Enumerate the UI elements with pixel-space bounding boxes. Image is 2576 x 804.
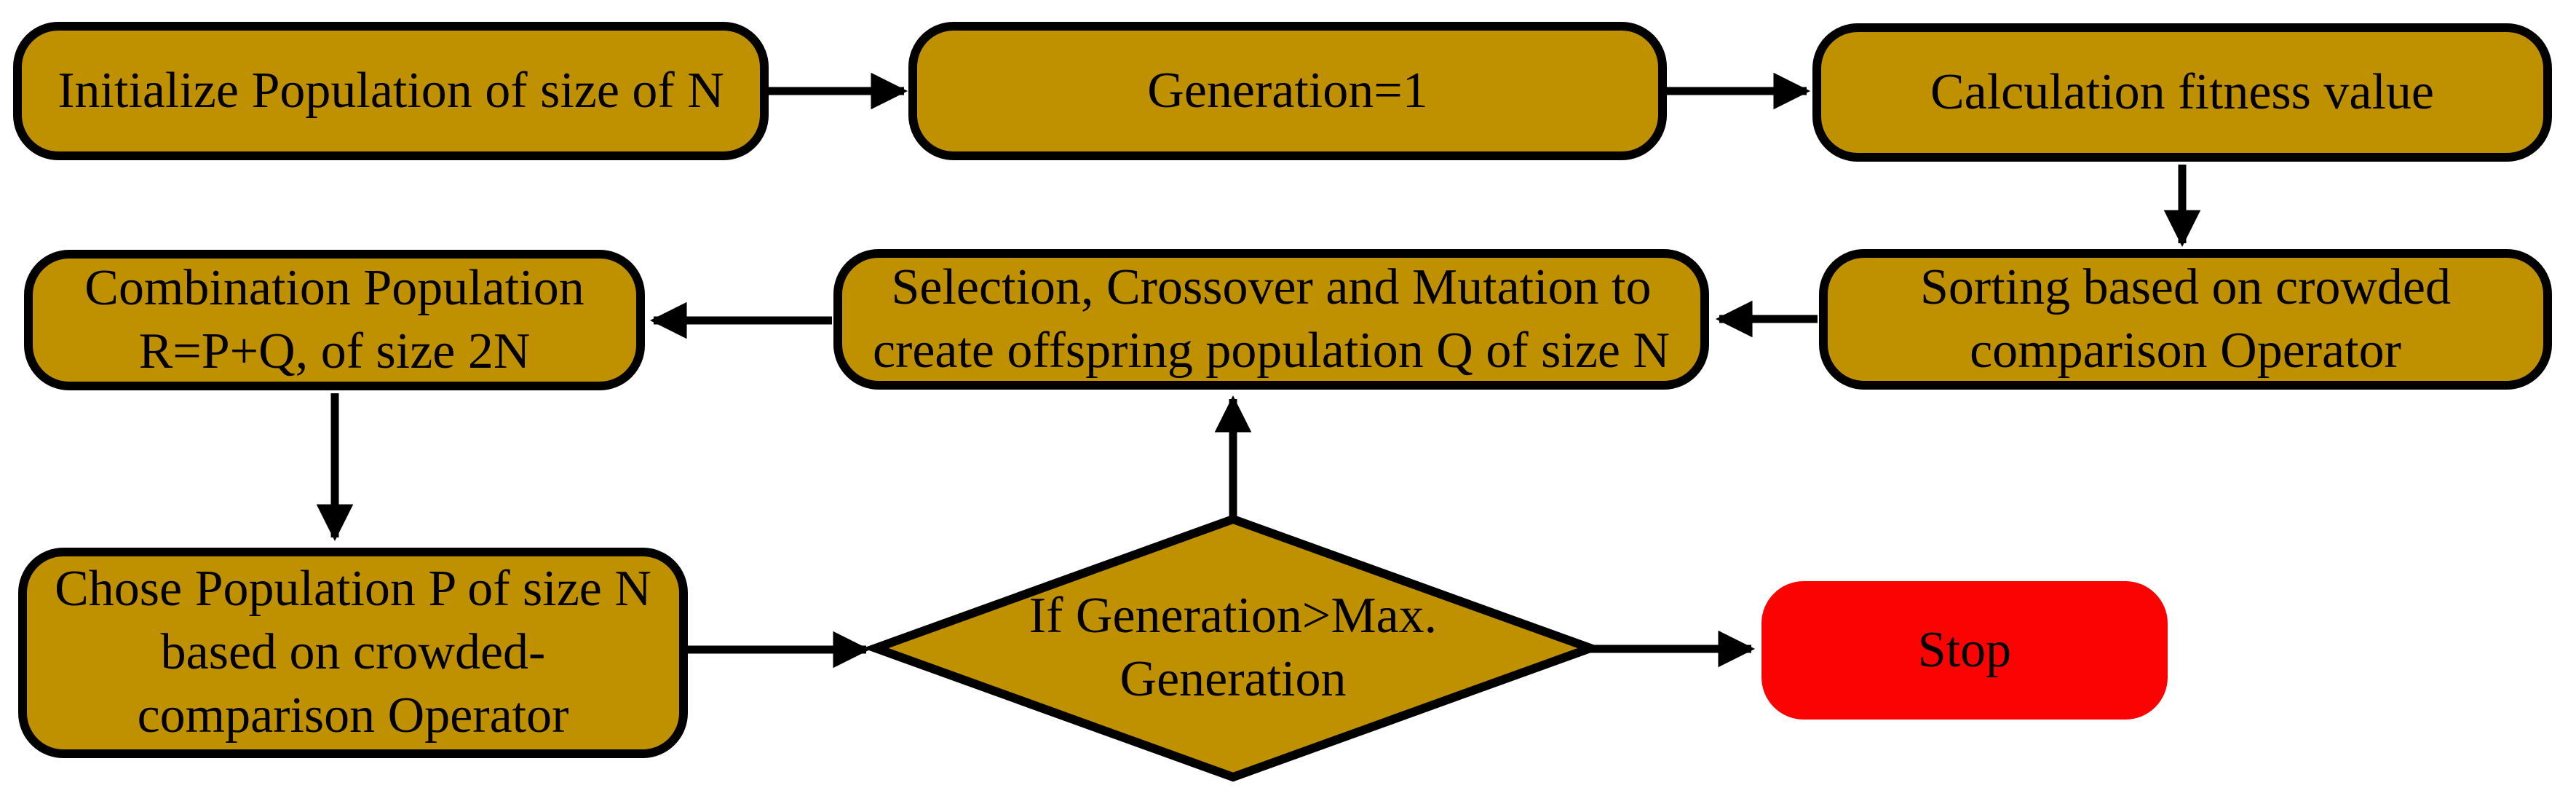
node-label-line: comparison Operator bbox=[1970, 322, 2401, 379]
node-stop: Stop bbox=[1761, 581, 2168, 720]
node-chose-population: Chose Population P of size N based on cr… bbox=[18, 548, 688, 758]
node-label-line: create offspring population Q of size N bbox=[872, 322, 1671, 379]
node-label-line: Stop bbox=[1917, 621, 2012, 678]
node-sorting-crowded-comparison: Sorting based on crowded comparison Oper… bbox=[1819, 249, 2552, 390]
node-label-line: If Generation>Max. bbox=[1029, 588, 1438, 645]
node-decision-generation-check: If Generation>Max. Generation bbox=[905, 579, 1561, 717]
node-label-line: Sorting based on crowded bbox=[1919, 259, 2452, 315]
node-combination-population: Combination Population R=P+Q, of size 2N bbox=[24, 250, 645, 390]
node-label-line: Generation bbox=[1119, 651, 1347, 707]
node-label-line: R=P+Q, of size 2N bbox=[138, 323, 531, 379]
node-label-line: Initialize Population of size of N bbox=[58, 62, 724, 119]
node-generation-equals-1: Generation=1 bbox=[908, 22, 1667, 160]
node-calculation-fitness-value: Calculation fitness value bbox=[1812, 23, 2552, 162]
node-label-line: Selection, Crossover and Mutation to bbox=[891, 259, 1652, 315]
node-selection-crossover-mutation: Selection, Crossover and Mutation to cre… bbox=[833, 249, 1709, 390]
node-label-line: Calculation fitness value bbox=[1930, 63, 2435, 120]
node-label-line: Generation=1 bbox=[1147, 62, 1428, 119]
node-initialize-population: Initialize Population of size of N bbox=[13, 22, 769, 160]
node-label-line: Chose Population P of size N bbox=[55, 561, 651, 618]
node-label-line: based on crowded- bbox=[160, 624, 546, 681]
node-label-line: comparison Operator bbox=[137, 687, 569, 744]
node-label-line: Combination Population bbox=[84, 259, 584, 316]
